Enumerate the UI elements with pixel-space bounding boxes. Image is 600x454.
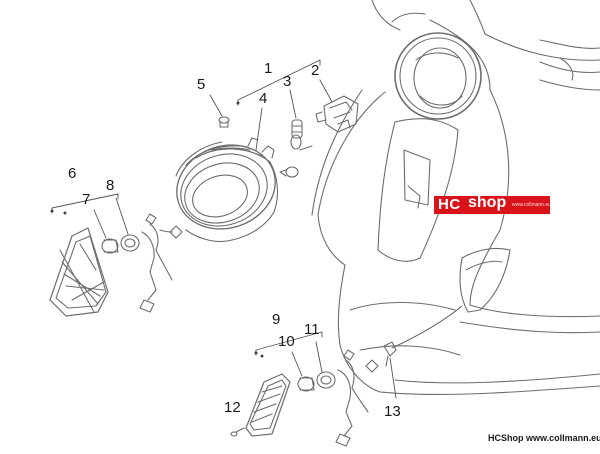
watermark-brand-left: HC bbox=[438, 196, 461, 213]
footer-credit: HCShop www.collmann.eu bbox=[488, 433, 600, 443]
mounting-screw bbox=[218, 116, 230, 128]
indicator-socket-left bbox=[120, 234, 140, 252]
headlight-unit bbox=[175, 137, 279, 243]
callout-1: 1 bbox=[264, 60, 272, 77]
indicator-socket-front bbox=[316, 371, 336, 389]
callout-10: 10 bbox=[278, 333, 295, 350]
indicator-harness-front bbox=[335, 349, 379, 447]
callout-3: 3 bbox=[283, 73, 291, 90]
callout-numbers: 1 2 3 4 5 6 7 8 9 10 11 12 13 bbox=[68, 60, 401, 420]
indicator-bracket bbox=[383, 341, 397, 367]
callout-7: 7 bbox=[82, 191, 90, 208]
callout-4: 4 bbox=[259, 90, 267, 107]
indicator-bulb-front bbox=[297, 376, 315, 392]
indicator-harness-left bbox=[139, 213, 183, 313]
callout-12: 12 bbox=[224, 399, 241, 416]
callout-2: 2 bbox=[311, 62, 319, 79]
parking-bulb bbox=[279, 166, 299, 178]
mounted-headlight-ring bbox=[394, 32, 482, 120]
callout-8: 8 bbox=[106, 177, 114, 194]
left-turn-indicator bbox=[49, 227, 109, 317]
callout-11: 11 bbox=[304, 321, 320, 338]
callout-5: 5 bbox=[197, 76, 205, 93]
headlight-bulb bbox=[290, 119, 313, 151]
front-turn-indicator bbox=[245, 373, 291, 437]
watermark-url: www.collmann.eu bbox=[512, 202, 551, 208]
bulb-socket bbox=[315, 95, 359, 133]
leader-lines bbox=[51, 59, 463, 399]
watermark-brand-right: shop bbox=[468, 194, 507, 211]
callout-13: 13 bbox=[384, 403, 401, 420]
indicator-screw bbox=[230, 427, 245, 437]
callout-6: 6 bbox=[68, 165, 76, 182]
indicator-bulb-left bbox=[101, 238, 119, 254]
hcshop-watermark-badge: HC shop www.collmann.eu bbox=[434, 194, 551, 214]
callout-dots bbox=[50, 101, 264, 358]
callout-9: 9 bbox=[272, 311, 280, 328]
